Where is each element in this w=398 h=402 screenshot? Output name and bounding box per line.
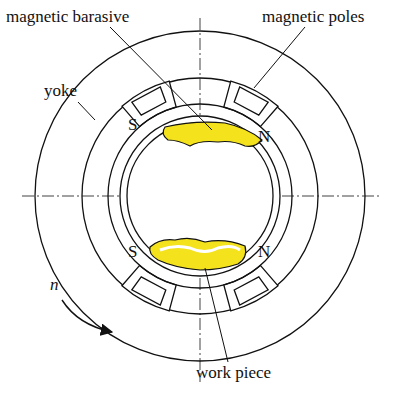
leader-line [205,268,228,362]
abrasive-highlight [160,246,240,251]
pole-slot [234,277,268,305]
pole-letter: N [258,128,270,147]
pole-face-circle [108,104,292,288]
rotation-arrow [62,300,112,332]
work-piece-inner [127,123,273,269]
abrasive-top [163,122,262,146]
abrasive-bottom [150,238,246,270]
pole-letter: S [128,243,137,262]
pole-letter: N [258,243,270,262]
leader-line [110,27,212,130]
pole-letter: S [128,116,137,135]
work-piece-outer [120,116,280,276]
callout-label: magnetic poles [262,8,364,27]
leader-line [254,27,305,88]
pole-slot [234,87,268,115]
leader-line [78,102,95,120]
pole-slot [132,87,166,115]
yoke-inner [82,78,318,314]
callout-label: yoke [44,82,77,101]
callout-label: magnetic barasive [6,8,129,27]
rotation-label: n [50,276,59,295]
yoke-outer [35,31,365,361]
callout-label: work piece [196,364,271,383]
pole-slot [132,277,166,305]
